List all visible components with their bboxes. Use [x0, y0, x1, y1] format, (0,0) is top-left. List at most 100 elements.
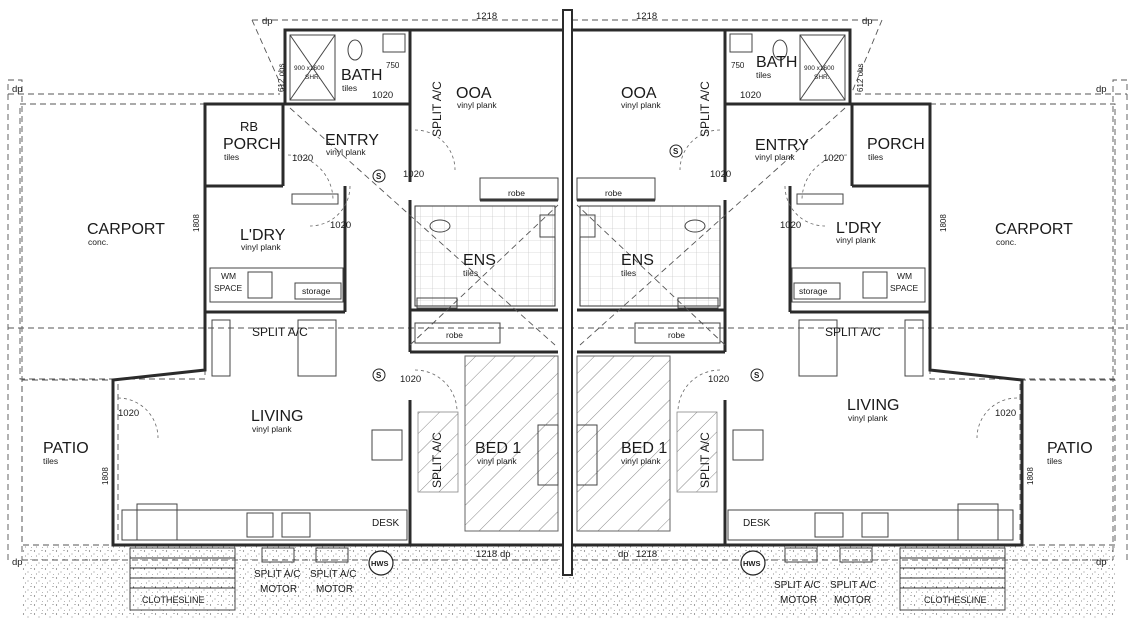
- shower-label: SHR.: [305, 74, 321, 81]
- dim-1020: 1020: [780, 220, 801, 231]
- robe-label: robe: [605, 188, 622, 198]
- dim-750: 750: [731, 61, 745, 70]
- ensuite-tiles-right: [579, 205, 721, 307]
- patio-outline-right: [1019, 379, 1116, 546]
- dim-1808: 1808: [101, 467, 110, 485]
- dim-1218: 1218: [476, 11, 497, 22]
- basin-right: [729, 33, 753, 53]
- dim-dp: dp: [262, 16, 273, 27]
- room-finish: vinyl plank: [621, 456, 661, 466]
- laundry-tub-left: [247, 271, 273, 299]
- room-finish: tiles: [224, 152, 239, 162]
- ac-motor-left-1: [261, 547, 295, 563]
- dim-1020: 1020: [995, 408, 1016, 419]
- sofa-left: [211, 319, 231, 377]
- sink-right: [814, 512, 844, 538]
- ens-vent-left: [416, 297, 458, 309]
- dim-1808: 1808: [1026, 467, 1035, 485]
- bed-side-hatch-left: [417, 411, 459, 493]
- bed-hatch-left: [464, 355, 559, 532]
- dim-1020: 1020: [400, 374, 421, 385]
- dim-dp: dp: [618, 549, 629, 560]
- room-finish: tiles: [342, 83, 357, 93]
- dim-612: 612 obs: [277, 64, 286, 92]
- eave-line: [851, 19, 883, 93]
- ens-vent-right: [677, 297, 719, 309]
- room-label-laundry: L'DRY: [240, 227, 286, 244]
- clothesline-left: [129, 547, 236, 611]
- diag-line: [409, 204, 559, 346]
- diag-line: [576, 204, 726, 346]
- room-finish: tiles: [1047, 456, 1062, 466]
- laundry-tub-right: [862, 271, 888, 299]
- eave-line: [251, 19, 285, 93]
- ens-basin-right: [579, 214, 596, 238]
- room-finish: tiles: [463, 268, 478, 278]
- dim-1020: 1020: [292, 153, 313, 164]
- room-finish: tiles: [43, 456, 58, 466]
- motor-label: MOTOR: [780, 595, 817, 606]
- smoke-detector-icon: [372, 169, 386, 183]
- bed-side-hatch-right: [676, 411, 718, 493]
- party-wall: [562, 9, 573, 576]
- kitchen-bench-right: [727, 509, 1014, 541]
- robe-top-left: [479, 177, 559, 201]
- laundry-bench-right: [791, 267, 926, 303]
- room-label-laundry: L'DRY: [836, 220, 882, 237]
- split-ac-motor-label: SPLIT A/C: [310, 569, 357, 580]
- desk-label: DESK: [372, 518, 400, 529]
- motor-label: MOTOR: [316, 584, 353, 595]
- boundary-right: [1112, 79, 1128, 560]
- dim-dp: dp: [12, 557, 23, 568]
- laundry-shelf-left: [291, 193, 339, 205]
- ens-toilet-right: [684, 219, 706, 233]
- door-swings: [117, 129, 1018, 439]
- room-finish: vinyl plank: [477, 456, 517, 466]
- split-ac-motor-label: SPLIT A/C: [830, 580, 877, 591]
- split-ac-label: SPLIT A/C: [430, 432, 444, 488]
- basin-left: [382, 33, 406, 53]
- room-finish: conc.: [88, 237, 108, 247]
- robe-label: robe: [508, 188, 525, 198]
- kitchen-bench-left: [121, 509, 408, 541]
- dim-1218: 1218: [636, 11, 657, 22]
- hws-label: HWS: [371, 559, 389, 568]
- room-label-entry: ENTRY: [755, 137, 809, 154]
- split-ac-label: SPLIT A/C: [825, 325, 881, 339]
- room-finish: vinyl plank: [457, 100, 497, 110]
- dim-1020: 1020: [740, 90, 761, 101]
- split-ac-motor-label: SPLIT A/C: [774, 580, 821, 591]
- dim-612: 612 obs: [856, 64, 865, 92]
- smoke-label: S: [376, 172, 382, 181]
- dim-1020: 1020: [708, 374, 729, 385]
- dining-table-right: [732, 429, 764, 461]
- room-finish: vinyl plank: [848, 413, 888, 423]
- storage-right: [793, 282, 841, 300]
- robe-label: robe: [668, 330, 685, 340]
- toilet-left: [347, 39, 363, 61]
- room-label-ooa: OOA: [456, 85, 492, 102]
- patio-outline-left: [21, 379, 119, 546]
- wm-label: WM: [897, 271, 912, 281]
- room-label-ens: ENS: [463, 252, 496, 269]
- ac-motor-right-2: [839, 547, 873, 563]
- room-finish: vinyl plank: [836, 235, 876, 245]
- shower-right: [799, 34, 846, 101]
- ensuite-tiles-left: [414, 205, 556, 307]
- shower-left: [289, 34, 336, 101]
- split-ac-label: SPLIT A/C: [430, 81, 444, 137]
- carport-outline-left: [19, 103, 206, 380]
- robe-label: robe: [446, 330, 463, 340]
- clothesline-right: [899, 547, 1006, 611]
- dim-1218: 1218: [636, 549, 657, 560]
- hws-left: [368, 550, 394, 576]
- bed-head-left: [537, 424, 559, 486]
- wm-label: SPACE: [214, 283, 243, 293]
- fridge-right: [957, 503, 999, 541]
- room-label-living: LIVING: [847, 397, 899, 414]
- clothesline-label: CLOTHESLINE: [924, 595, 987, 605]
- room-label-entry: ENTRY: [325, 132, 379, 149]
- shower-label: SHR.: [814, 74, 830, 81]
- room-finish: tiles: [621, 268, 636, 278]
